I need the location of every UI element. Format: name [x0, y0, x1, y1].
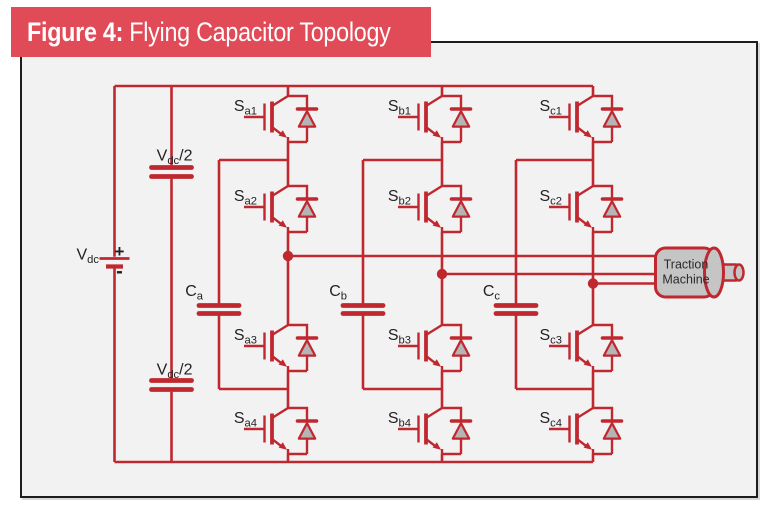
igbt-cell-sa3: Sa3	[234, 323, 319, 373]
igbt-leads	[398, 406, 463, 456]
dc-source-battery: +-Vdc	[77, 242, 130, 283]
figure-banner: Figure 4:Flying Capacitor Topology	[11, 7, 431, 57]
diode-triangle	[451, 339, 471, 357]
machine-end-cap	[703, 246, 725, 299]
switch-label-sa4: Sa4	[234, 410, 257, 430]
emitter-arrow	[278, 130, 287, 138]
diode-triangle	[451, 422, 471, 440]
igbt-cell-sa4: Sa4	[234, 406, 319, 456]
diode-triangle	[602, 422, 622, 440]
diode-triangle	[451, 110, 471, 128]
dc-link-cap-label-bottom: Vdc/2	[157, 362, 193, 382]
igbt-leads	[549, 323, 614, 373]
switch-label-sc3: Sc3	[540, 327, 563, 347]
emitter-arrow	[278, 442, 287, 450]
switch-label-sa2: Sa2	[234, 188, 257, 208]
switch-label-sc4: Sc4	[540, 410, 563, 430]
emitter-arrow	[583, 442, 592, 450]
circuit-wiring	[113, 84, 656, 464]
igbt-cell-sa1: Sa1	[234, 94, 319, 144]
wire-paths	[113, 84, 656, 464]
diode-triangle	[297, 200, 317, 218]
igbt-cell-sc2: Sc2	[540, 184, 624, 234]
igbt-leads	[398, 94, 463, 144]
switch-label-sa1: Sa1	[234, 98, 257, 118]
igbt-leads	[549, 94, 614, 144]
diode-triangle	[297, 110, 317, 128]
machine-shaft-cap	[733, 263, 745, 282]
phase-junction-dots	[282, 250, 599, 289]
emitter-arrow	[432, 130, 441, 138]
battery-plus-sign: +	[115, 242, 125, 261]
igbt-cell-sc1: Sc1	[540, 94, 624, 144]
figure-frame	[20, 41, 758, 498]
emitter-arrow	[278, 220, 287, 228]
junction-dot-phase-c	[587, 278, 599, 289]
igbt-leads	[398, 184, 463, 234]
emitter-arrow	[432, 359, 441, 367]
switch-label-sb4: Sb4	[388, 410, 411, 430]
igbt-cell-sa2: Sa2	[234, 184, 319, 234]
igbt-cell-sb4: Sb4	[388, 406, 473, 456]
flying-cap-label-cb: Cb	[329, 283, 347, 303]
igbt-leads	[244, 406, 309, 456]
battery-minus-sign: -	[116, 261, 123, 283]
emitter-arrow	[583, 220, 592, 228]
emitter-arrow	[432, 442, 441, 450]
diode-triangle	[297, 339, 317, 357]
flying-cap-label-ca: Ca	[185, 283, 204, 303]
igbt-cell-sb1: Sb1	[388, 94, 473, 144]
switch-label-sa3: Sa3	[234, 327, 257, 347]
junction-dot-phase-a	[282, 250, 294, 262]
diode-triangle	[602, 200, 622, 218]
switch-label-sb1: Sb1	[388, 98, 411, 118]
flying-cap-label-cc: Cc	[483, 283, 501, 303]
diode-triangle	[297, 422, 317, 440]
switch-label-sb3: Sb3	[388, 327, 411, 347]
emitter-arrow	[432, 220, 441, 228]
emitter-arrow	[278, 359, 287, 367]
switch-label-sb2: Sb2	[388, 188, 411, 208]
figure-caption: Figure 4:Flying Capacitor Topology	[27, 17, 391, 48]
flying-capacitors: Ca Cb Cc	[185, 283, 539, 316]
figure-title: Flying Capacitor Topology	[129, 16, 391, 47]
junction-dot-phase-b	[436, 268, 448, 280]
dc-link-cap-label-top: Vdc/2	[157, 148, 193, 168]
igbt-leads	[398, 323, 463, 373]
igbt-leads	[244, 94, 309, 144]
switch-label-sc2: Sc2	[540, 188, 563, 208]
figure-label: Figure 4:	[27, 16, 124, 47]
igbt-cell-sb3: Sb3	[388, 323, 473, 373]
emitter-arrow	[583, 130, 592, 138]
machine-label-line2: Machine	[662, 273, 709, 287]
diode-triangle	[602, 339, 622, 357]
igbt-leads	[244, 323, 309, 373]
switch-label-sc1: Sc1	[540, 98, 563, 118]
igbt-cell-sb2: Sb2	[388, 184, 473, 234]
diode-triangle	[451, 200, 471, 218]
igbt-leads	[244, 184, 309, 234]
igbt-cell-sc3: Sc3	[540, 323, 624, 373]
igbt-leads	[549, 406, 614, 456]
emitter-arrow	[583, 359, 592, 367]
igbt-cell-sc4: Sc4	[540, 406, 624, 456]
igbt-leads	[549, 184, 614, 234]
diode-triangle	[602, 110, 622, 128]
machine-label-line1: Traction	[664, 258, 709, 272]
dc-source-label: Vdc	[77, 247, 100, 267]
